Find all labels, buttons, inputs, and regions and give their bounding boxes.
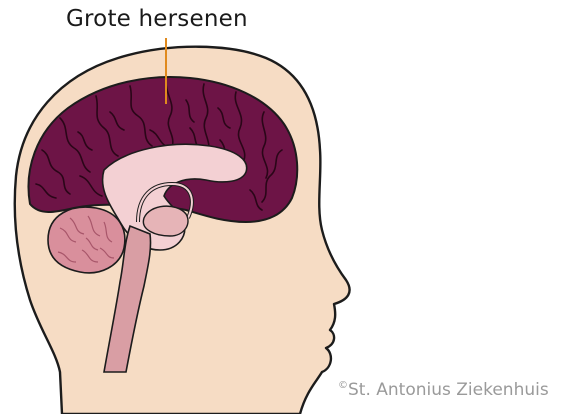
copyright-credit: ©St. Antonius Ziekenhuis (338, 380, 549, 400)
thalamus (143, 206, 188, 236)
cerebellum (48, 207, 125, 273)
credit-text: St. Antonius Ziekenhuis (348, 380, 549, 400)
copyright-symbol: © (338, 380, 348, 391)
